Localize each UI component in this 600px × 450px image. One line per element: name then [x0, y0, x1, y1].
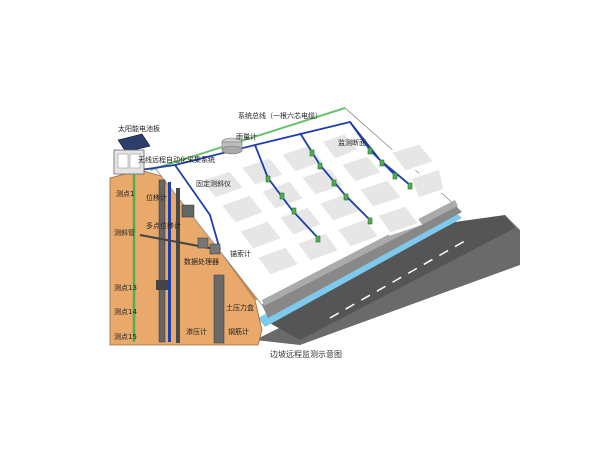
pressure-box-wall: [213, 274, 225, 344]
solar-panel-icon: [113, 133, 151, 175]
label-displacement-meter: 位移计: [146, 193, 167, 202]
slope-top-edge: [149, 107, 346, 171]
diagram-caption: 边坡远程监测示意图: [270, 349, 342, 359]
label-rebar-meter: 钢筋计: [228, 327, 249, 336]
road-center-line: [329, 237, 471, 319]
toe-wall: [262, 205, 462, 318]
label-piezometer: 渗压计: [186, 327, 207, 336]
rain-gauge-icon: [221, 137, 243, 155]
label-point-15: 测点15: [114, 333, 137, 341]
data-processor-box: [181, 204, 209, 249]
label-anchor-cable-meter: 锚索计: [230, 249, 251, 258]
label-point-1: 测点1: [116, 190, 134, 198]
label-monitoring-section: 监测断面: [338, 138, 366, 147]
label-multipoint-displacement: 多点位移计: [146, 221, 181, 230]
label-wireless-system: 无线远程自动化采集系统: [138, 155, 215, 164]
label-point-13: 测点13: [114, 284, 137, 292]
road-surface: [268, 215, 515, 340]
slope-sensors: [265, 147, 413, 243]
label-inclinometer-tube: 测斜管: [114, 228, 135, 237]
label-fixed-inclinometer: 固定测斜仪: [196, 179, 231, 188]
label-system-bus: 系统总线（一根六芯电缆）: [238, 111, 322, 120]
fixed-inclinometer-rod: [168, 182, 171, 342]
label-data-processor: 数据处理器: [184, 257, 219, 266]
slope-grid: [197, 131, 447, 278]
label-pressure-box: 土压力盒: [226, 303, 254, 312]
multipoint-displacement-rod: [156, 179, 168, 343]
label-point-14: 测点14: [114, 308, 137, 316]
drainage-ditch: [258, 212, 462, 327]
label-solar-panel: 太阳能电池板: [118, 124, 160, 133]
label-rain-gauge: 雨量计: [236, 132, 257, 141]
piezometer-rod: [176, 188, 180, 343]
